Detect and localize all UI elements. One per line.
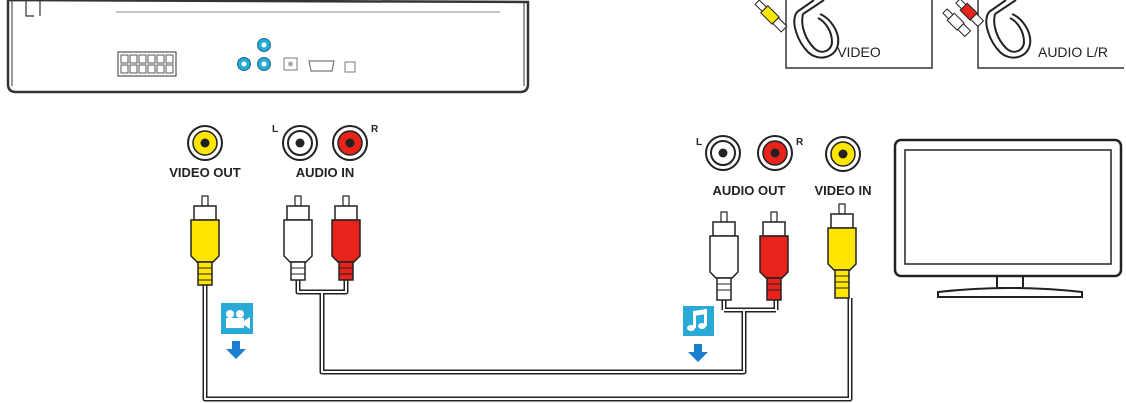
audio-in-right-jack (332, 125, 368, 161)
audio-out-label: AUDIO OUT (713, 183, 786, 198)
audio-in-label: AUDIO IN (296, 165, 355, 180)
legend-video-cable: VIDEO (754, 0, 933, 69)
audio-in-left-jack (282, 125, 318, 161)
white-audio-plug-tv (709, 211, 739, 301)
audio-out-left-mark: L (696, 137, 702, 148)
video-in-jack (825, 136, 861, 172)
power-port (344, 61, 356, 73)
audio-in-right-mark: R (371, 124, 379, 135)
device-back-panel (6, 0, 530, 94)
legend-video-label: VIDEO (837, 44, 881, 60)
yellow-video-plug-tv (827, 203, 857, 299)
hdmi-port (308, 60, 335, 72)
music-note-icon (683, 306, 714, 336)
audio-out-right-mark: R (796, 137, 804, 148)
cable-wires (202, 280, 853, 402)
video-camera-icon (221, 303, 253, 334)
audio-in-left-mark: L (272, 124, 278, 135)
speaker-terminal-block (117, 51, 177, 77)
yellow-video-plug-source (190, 195, 220, 286)
panel-rca-jacks (237, 38, 271, 71)
audio-out-left-jack (705, 135, 741, 171)
tv-icon (893, 138, 1123, 298)
legend-audio-label: AUDIO L/R (1038, 44, 1108, 60)
white-audio-plug-source (283, 195, 313, 281)
arrow-down-icon (226, 341, 246, 359)
red-audio-plug-source (331, 195, 361, 281)
red-audio-plug-tv (759, 211, 789, 301)
legend-audio-cable: AUDIO L/R (942, 0, 1124, 69)
video-out-label: VIDEO OUT (169, 165, 241, 180)
arrow-down-icon (688, 344, 708, 362)
video-out-jack (187, 125, 223, 161)
audio-out-right-jack (757, 135, 793, 171)
video-in-label: VIDEO IN (814, 183, 871, 198)
